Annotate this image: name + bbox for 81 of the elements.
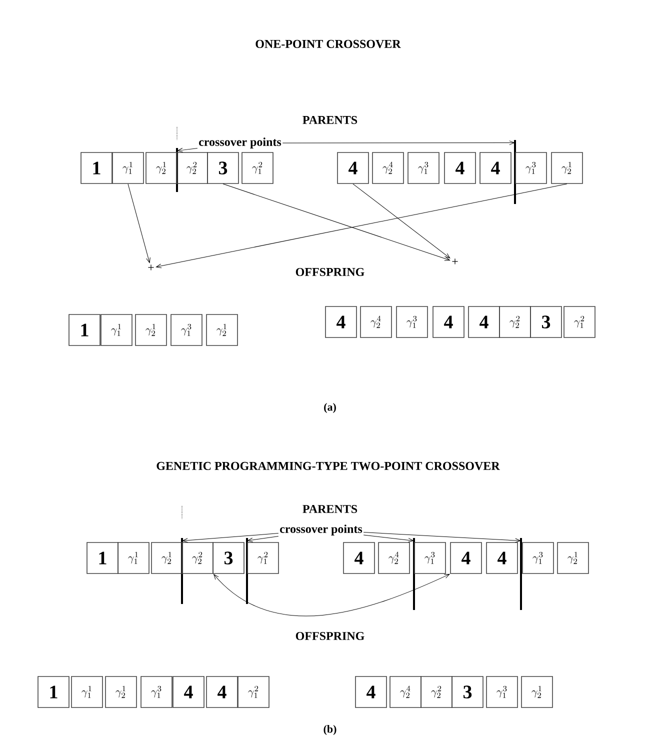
gene-box: $\gamma^{3}_{1}$	[170, 314, 202, 346]
gene-box: $\gamma^{1}_{2}$	[146, 152, 178, 184]
gene-box: 4	[432, 306, 464, 338]
gene-box: 1	[80, 152, 112, 184]
gene-box: $\gamma^{3}_{1}$	[408, 152, 440, 184]
gene-box: 1	[68, 314, 100, 346]
gene-box: $\gamma^{1}_{2}$	[206, 314, 238, 346]
gene-box: $\gamma^{2}_{1}$	[564, 306, 596, 338]
gene-box: 4	[450, 542, 482, 574]
gene-box: 1	[38, 676, 70, 708]
callout-label: crossover points	[280, 524, 362, 536]
gene-box: $\gamma^{4}_{2}$	[372, 152, 404, 184]
heading: (a)	[324, 403, 336, 413]
gene-box: $\gamma^{3}_{1}$	[140, 676, 172, 708]
gene-box: $\gamma^{2}_{1}$	[242, 152, 274, 184]
gene-box: 4	[480, 152, 512, 184]
heading: GENETIC PROGRAMMING-TYPE TWO-POINT CROSSOVER	[156, 462, 500, 470]
gene-box: 3	[452, 676, 484, 708]
gene-box: $\gamma^{4}_{2}$	[360, 306, 392, 338]
gene-box: 4	[337, 152, 369, 184]
gene-box: $\gamma^{2}_{2}$	[420, 676, 452, 708]
gene-box: $\gamma^{3}_{1}$	[515, 152, 547, 184]
gene-box: $\gamma^{1}_{1}$	[112, 152, 144, 184]
arrow	[247, 536, 279, 542]
plus-sign: +	[452, 258, 458, 264]
cut-line	[176, 148, 178, 192]
heading: OFFSPRING	[296, 268, 364, 276]
gene-box: $\gamma^{1}_{2}$	[151, 542, 183, 574]
plus-sign: +	[148, 264, 154, 270]
arrow	[352, 184, 450, 258]
arrow	[363, 534, 414, 542]
gene-box: $\gamma^{1}_{2}$	[557, 542, 589, 574]
cut-line	[413, 538, 415, 610]
cut-line	[181, 538, 183, 604]
gene-box: $\gamma^{1}_{2}$	[521, 676, 553, 708]
gene-box: 4	[486, 542, 518, 574]
gene-box: $\gamma^{4}_{2}$	[378, 542, 410, 574]
gene-box: 4	[355, 676, 387, 708]
gene-box: 4	[206, 676, 238, 708]
cut-line	[246, 538, 248, 604]
gene-box: 4	[343, 542, 375, 574]
heading: PARENTS	[302, 116, 358, 124]
gene-box: $\gamma^{1}_{1}$	[71, 676, 103, 708]
gene-box: $\gamma^{1}_{1}$	[100, 314, 132, 346]
cut-line	[520, 538, 522, 610]
gene-box: 4	[325, 306, 357, 338]
heading: (b)	[324, 725, 336, 735]
callout-label: crossover points	[199, 138, 282, 148]
heading: PARENTS	[302, 504, 358, 514]
gene-box: $\gamma^{2}_{2}$	[182, 542, 214, 574]
gene-box: $\gamma^{2}_{1}$	[238, 676, 270, 708]
arrow	[177, 148, 198, 152]
gene-box: $\gamma^{1}_{1}$	[118, 542, 150, 574]
arrow	[363, 532, 521, 543]
gene-box: $\gamma^{1}_{2}$	[105, 676, 137, 708]
gene-box: $\gamma^{1}_{2}$	[135, 314, 167, 346]
heading: OFFSPRING	[296, 632, 364, 640]
heading: ONE-POINT CROSSOVER	[256, 40, 401, 48]
cut-line	[514, 140, 516, 204]
gene-box: 3	[207, 152, 239, 184]
gene-box: 3	[212, 542, 244, 574]
gene-box: 3	[530, 306, 562, 338]
gene-box: $\gamma^{1}_{2}$	[551, 152, 583, 184]
gene-box: $\gamma^{3}_{1}$	[396, 306, 428, 338]
arrow	[222, 184, 450, 261]
gene-box: 1	[86, 542, 118, 574]
gene-box: $\gamma^{3}_{1}$	[486, 676, 518, 708]
gene-box: $\gamma^{4}_{2}$	[390, 676, 422, 708]
gene-box: 4	[444, 152, 476, 184]
gene-box: $\gamma^{3}_{1}$	[414, 542, 446, 574]
arrow	[282, 140, 515, 146]
gene-box: $\gamma^{2}_{2}$	[499, 306, 531, 338]
gene-box: $\gamma^{2}_{1}$	[247, 542, 279, 574]
arrow	[182, 533, 279, 543]
gene-box: 4	[468, 306, 500, 338]
gene-box: 4	[172, 676, 204, 708]
arrow	[128, 184, 150, 264]
gene-box: $\gamma^{2}_{2}$	[176, 152, 208, 184]
arrow	[214, 574, 450, 616]
arrow	[156, 184, 568, 268]
gene-box: $\gamma^{3}_{1}$	[522, 542, 554, 574]
